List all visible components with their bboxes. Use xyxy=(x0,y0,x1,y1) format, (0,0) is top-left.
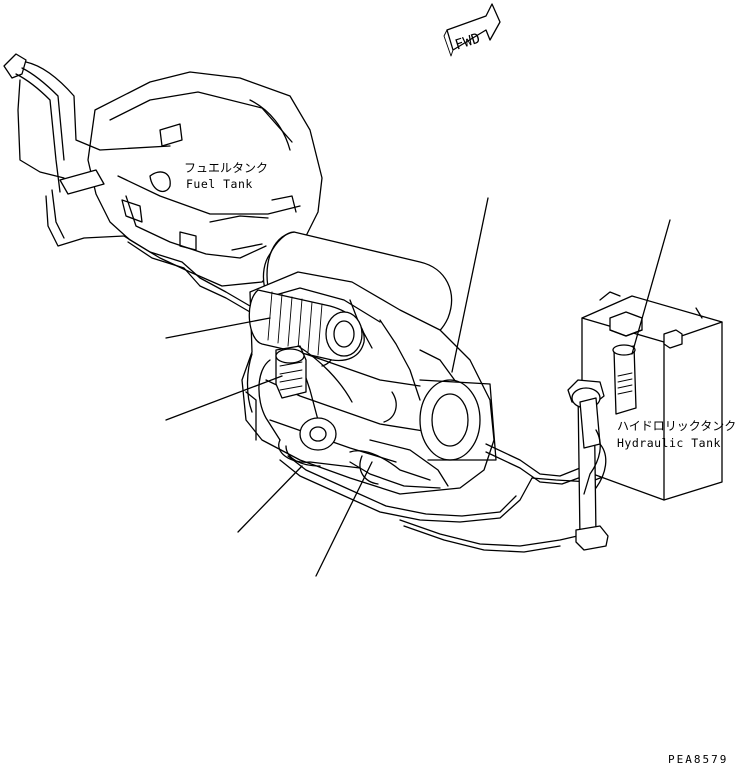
leader-line-4 xyxy=(165,375,283,421)
fwd-arrow-icon: FWD xyxy=(443,3,501,57)
fuel-tank-label-en: Fuel Tank xyxy=(186,177,253,191)
leader-lines xyxy=(165,197,671,577)
engine-hoses xyxy=(258,345,431,481)
hydraulic-tank-label-jp: ハイドロリックタンク xyxy=(617,419,736,433)
fuel-filter-cartridge xyxy=(275,345,307,399)
fuel-tank-label-jp: フュエルタンク xyxy=(184,161,268,175)
hydraulic-tank-label-en: Hydraulic Tank xyxy=(617,436,721,450)
leader-line-6 xyxy=(315,461,373,577)
fuel-filler-neck xyxy=(3,53,171,247)
fuel-tank xyxy=(87,71,323,287)
hydraulic-tank xyxy=(581,291,723,501)
leader-line-1 xyxy=(451,197,489,373)
front-pulleys xyxy=(299,379,497,489)
leader-line-2 xyxy=(631,219,671,355)
drawing-code: PEA8579 xyxy=(668,753,728,766)
fwd-text: FWD xyxy=(453,31,482,54)
leader-line-3 xyxy=(165,317,271,339)
leader-line-5 xyxy=(237,465,303,533)
hydraulic-filter-column xyxy=(567,379,609,551)
fuel-filter xyxy=(248,289,365,362)
